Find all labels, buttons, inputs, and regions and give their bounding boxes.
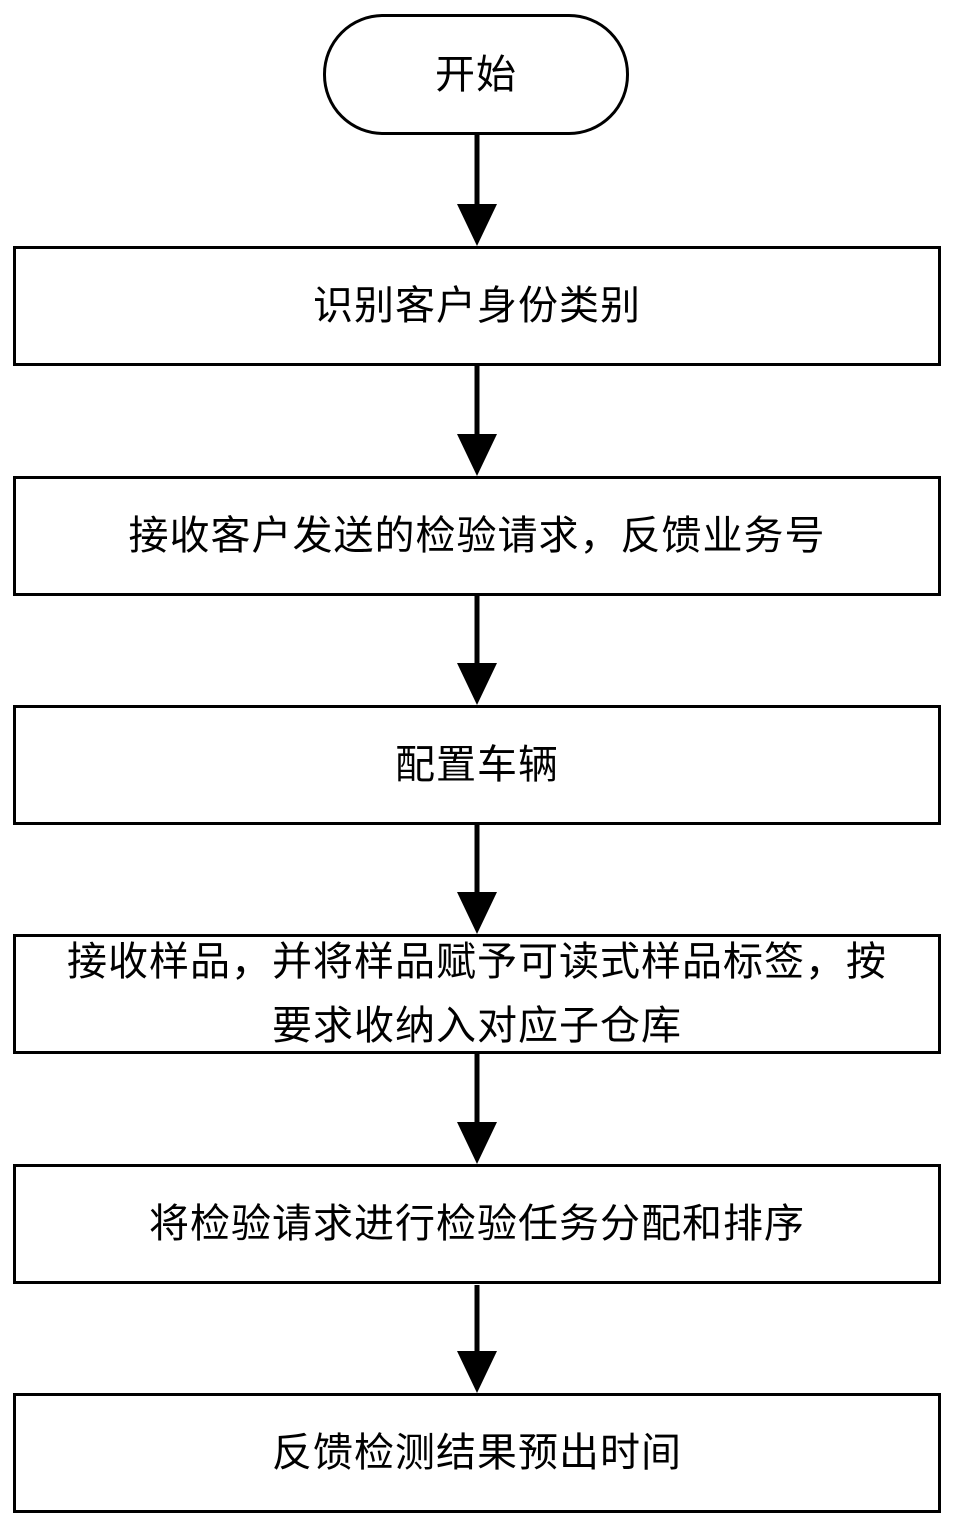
arrow-head-6 <box>457 1351 497 1393</box>
start-terminator: 开始 <box>323 14 629 135</box>
step-label: 接收客户发送的检验请求，反馈业务号 <box>128 513 826 559</box>
arrow-head-5 <box>457 1122 497 1164</box>
step-feedback-time: 反馈检测结果预出时间 <box>13 1393 941 1513</box>
arrow-head-2 <box>457 434 497 476</box>
step-receive-request: 接收客户发送的检验请求，反馈业务号 <box>13 476 941 596</box>
arrow-head-1 <box>457 204 497 246</box>
step-receive-samples: 接收样品，并将样品赋予可读式样品标签，按要求收纳入对应子仓库 <box>13 934 941 1054</box>
step-identify-customer: 识别客户身份类别 <box>13 246 941 366</box>
start-label: 开始 <box>435 51 517 98</box>
step-label: 将检验请求进行检验任务分配和排序 <box>149 1201 805 1247</box>
arrow-head-3 <box>457 663 497 705</box>
arrow-head-4 <box>457 892 497 934</box>
step-label: 接收样品，并将样品赋予可读式样品标签，按要求收纳入对应子仓库 <box>67 939 887 1049</box>
step-configure-vehicle: 配置车辆 <box>13 705 941 825</box>
step-label: 反馈检测结果预出时间 <box>272 1430 682 1476</box>
step-label: 识别客户身份类别 <box>313 283 641 329</box>
step-label: 配置车辆 <box>395 742 559 788</box>
step-assign-tasks: 将检验请求进行检验任务分配和排序 <box>13 1164 941 1284</box>
